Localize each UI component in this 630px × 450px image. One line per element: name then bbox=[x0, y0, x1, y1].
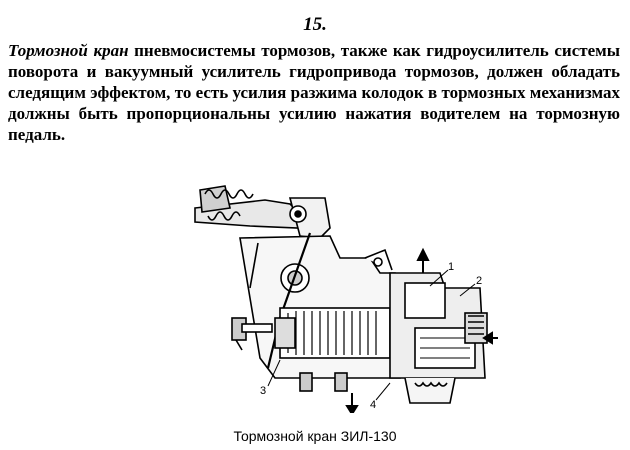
paragraph-text: пневмосистемы тормозов, также как гидроу… bbox=[8, 41, 620, 144]
callout-3: 3 bbox=[260, 385, 266, 397]
body-paragraph: Тормозной кран пневмосистемы тормозов, т… bbox=[8, 40, 620, 145]
callout-1: 1 bbox=[448, 261, 454, 273]
brake-valve-diagram: 1 2 3 4 bbox=[194, 185, 498, 413]
figure-caption: Тормозной кран ЗИЛ-130 bbox=[233, 428, 397, 444]
term-brake-valve: Тормозной кран bbox=[8, 41, 129, 60]
callout-4: 4 bbox=[370, 399, 376, 411]
page-number: 15. bbox=[303, 14, 327, 35]
callout-2: 2 bbox=[476, 275, 482, 287]
